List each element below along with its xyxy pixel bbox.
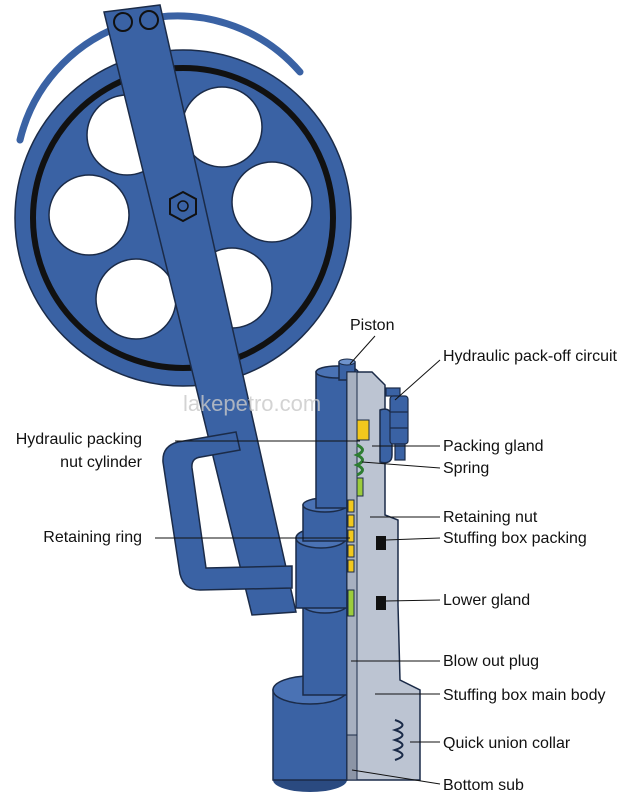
bore [346, 371, 358, 781]
hydraulic-cylinder-part [356, 477, 364, 497]
center-hex-nut-hole [177, 200, 189, 212]
retaining-nut-exterior [295, 537, 348, 609]
bottom-sub-body [272, 689, 348, 781]
arm-bolt [113, 12, 133, 32]
packing-ring [347, 499, 355, 513]
label-blow-out-plug: Blow out plug [443, 653, 539, 670]
label-retaining-nut: Retaining nut [443, 509, 538, 526]
o-ring [376, 536, 386, 550]
stuffing-box-exterior [272, 358, 359, 792]
label-hydraulic-pack-off-circuit: Hydraulic pack-off circuit [443, 348, 618, 365]
pack-off-fitting [379, 408, 393, 464]
stuffing-box-cutaway [346, 371, 421, 781]
leader-lower-gland [385, 599, 441, 602]
label-hydraulic-packing-line2: nut cylinder [60, 454, 142, 471]
packing-ring [347, 514, 355, 528]
main-body-lower [302, 604, 348, 696]
packing-gland-part [356, 419, 370, 441]
handle-loop [162, 431, 293, 591]
label-stuffing-box-main-body: Stuffing box main body [443, 687, 605, 704]
leader-hydraulic-pack-off-circuit [394, 359, 441, 401]
pack-off-valve [389, 395, 409, 445]
sheave-hole [95, 258, 177, 340]
watermark: lakepetro.com [183, 391, 321, 416]
sheave-groove [30, 65, 336, 371]
center-hex-nut [169, 190, 197, 223]
leader-lines [155, 335, 441, 785]
labels: Piston Hydraulic pack-off circuit Hydrau… [16, 317, 618, 794]
arm-bar [103, 4, 297, 616]
label-spring: Spring [443, 460, 489, 477]
spring-part [353, 443, 364, 477]
sheave-hole [231, 161, 313, 243]
leader-piston [349, 335, 376, 365]
label-piston: Piston [350, 317, 394, 334]
collar-threads [391, 719, 404, 761]
label-bottom-sub: Bottom sub [443, 777, 524, 794]
handle-bracket [162, 431, 293, 591]
label-packing-gland: Packing gland [443, 438, 544, 455]
label-lower-gland: Lower gland [443, 592, 530, 609]
label-retaining-ring: Retaining ring [43, 529, 142, 546]
leader-spring [361, 461, 441, 469]
o-ring [376, 596, 386, 610]
packing-ring [347, 529, 355, 543]
piston-top [338, 358, 356, 366]
label-hydraulic-packing-line1: Hydraulic packing [16, 431, 142, 448]
leader-stuffing-box-packing [385, 537, 441, 541]
packing-ring [347, 559, 355, 573]
support-arm [103, 4, 297, 616]
bottom-sub-part [346, 734, 358, 781]
label-quick-union-collar: Quick union collar [443, 735, 571, 752]
pack-off-fitting-cap [385, 387, 401, 397]
lower-gland-part [347, 589, 355, 617]
arm-bolt [139, 10, 159, 30]
leader-bottom-sub [351, 769, 441, 785]
sheave-hole [48, 174, 130, 256]
packing-ring [347, 544, 355, 558]
pack-off-valve-stem [394, 443, 406, 461]
cutaway-section [346, 371, 421, 781]
label-stuffing-box-packing: Stuffing box packing [443, 530, 587, 547]
